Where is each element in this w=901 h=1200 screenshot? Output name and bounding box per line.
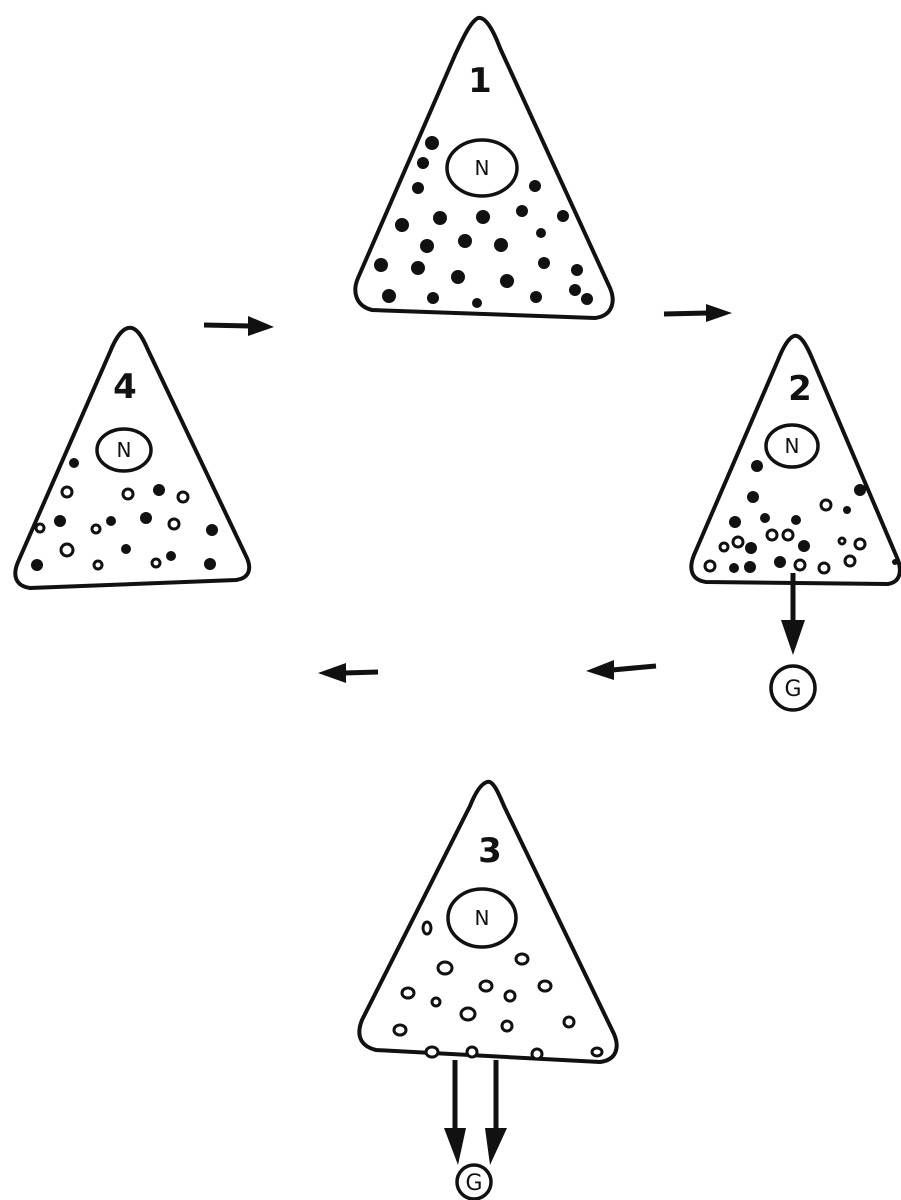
cell-1-number: 1 [468, 61, 492, 101]
cell-3: 3 N G [359, 782, 616, 1199]
cell-2-number: 2 [788, 369, 812, 409]
cell-2: 2 N [691, 336, 900, 710]
cell-3-number: 3 [478, 831, 502, 871]
cell-1-nucleus-label: N [475, 156, 490, 180]
arrow-2-to-3 [586, 660, 656, 680]
arrow-4-to-1 [204, 316, 274, 336]
cell-4-number: 4 [113, 367, 137, 407]
cell-2-output-label: G [784, 677, 801, 702]
cell-4-nucleus-label: N [117, 438, 132, 462]
cell-3-secretion-arrows [444, 1060, 507, 1165]
cell-3-nucleus-label: N [475, 906, 490, 930]
cell-4: 4 N [15, 328, 249, 588]
arrow-3-to-4 [318, 663, 378, 683]
cell-1: 1 N [355, 18, 612, 318]
cell-2-secretion-arrow [781, 573, 805, 655]
arrow-1-to-2 [664, 304, 732, 322]
cell-3-output-label: G [465, 1171, 482, 1196]
cell-2-nucleus-label: N [785, 434, 800, 458]
